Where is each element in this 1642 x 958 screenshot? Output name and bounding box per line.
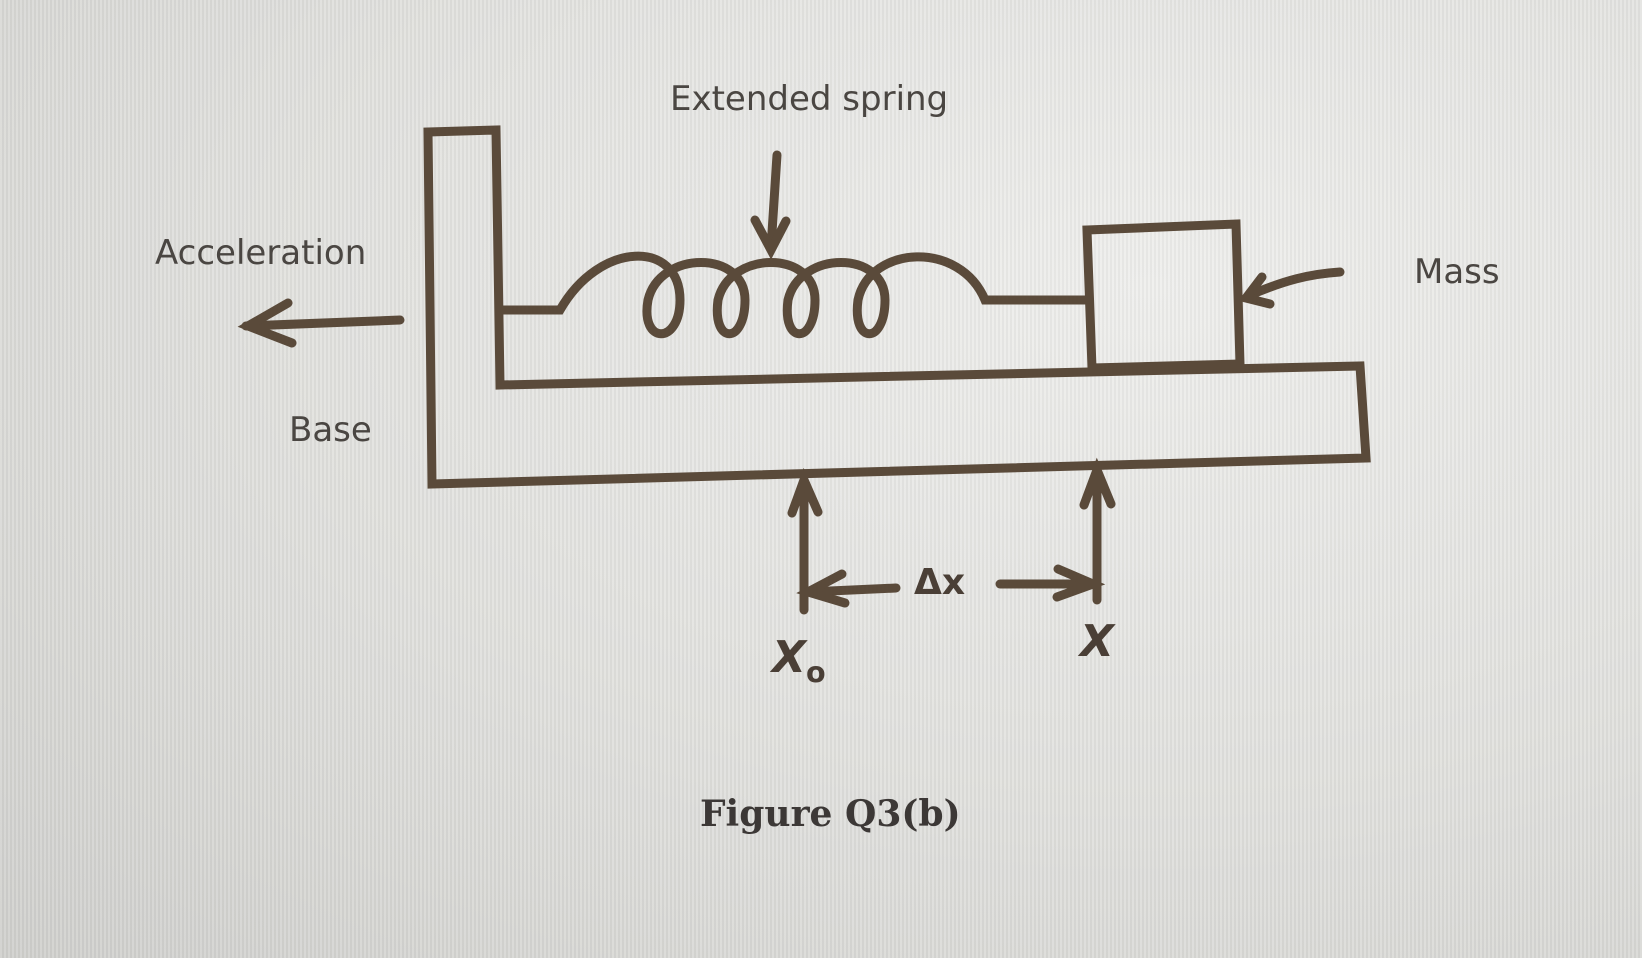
mass-block xyxy=(1082,219,1245,373)
spring-pointer-line xyxy=(766,150,782,253)
spring-coil xyxy=(495,251,1092,339)
delta-x-left-line xyxy=(803,583,901,597)
delta-x-right-head xyxy=(1052,564,1106,602)
x0-reference-head xyxy=(787,467,823,518)
delta-x-label: Δx xyxy=(914,562,966,603)
acceleration-arrow-head xyxy=(237,298,297,348)
figure-caption: Figure Q3(b) xyxy=(700,793,961,835)
base-frame xyxy=(423,125,1371,489)
acceleration-label: Acceleration xyxy=(155,233,367,273)
spring-pointer-head xyxy=(750,215,791,260)
x-reference-head xyxy=(1079,457,1116,510)
x-label: X xyxy=(1080,616,1114,667)
mass-pointer-head xyxy=(1238,272,1275,309)
extended-spring-label: Extended spring xyxy=(670,79,949,119)
delta-x-left-head xyxy=(796,569,850,608)
acceleration-arrow-line xyxy=(241,315,405,331)
mass-label: Mass xyxy=(1414,252,1500,292)
x0-subscript: o xyxy=(805,654,826,689)
x0-main: X xyxy=(772,632,806,683)
x0-label: Xo xyxy=(772,636,826,689)
base-label: Base xyxy=(289,410,372,450)
mass-pointer-line xyxy=(1243,267,1345,301)
